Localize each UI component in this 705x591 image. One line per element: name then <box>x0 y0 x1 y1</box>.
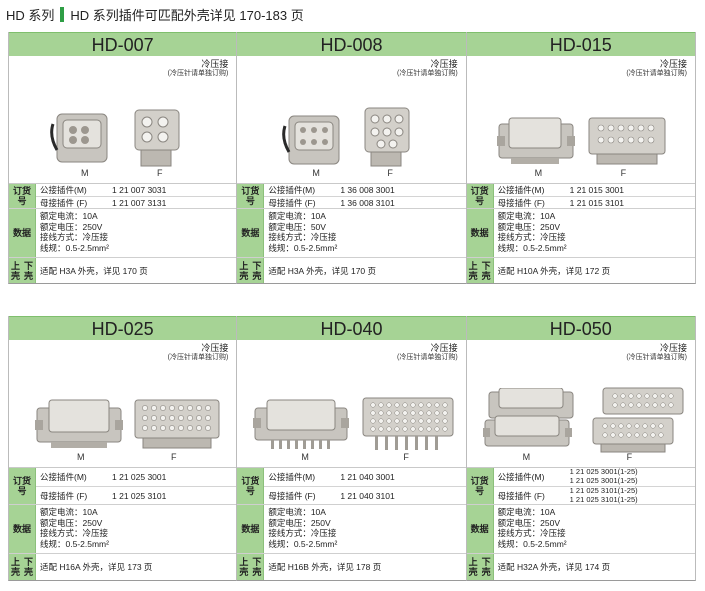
product-image-area: 冷压接 (冷压针请单独订购) M F <box>237 340 466 468</box>
product-image-area: 冷压接 (冷压针请单独订购) M F <box>9 340 237 468</box>
pressure-note: 冷压接 (冷压针请单独订购) <box>396 59 458 77</box>
data-side-label: 数据 <box>9 209 36 257</box>
female-label: F <box>157 168 163 178</box>
pressure-note: 冷压接 (冷压针请单独订购) <box>167 343 229 361</box>
female-connector-image <box>592 387 684 453</box>
product-title: HD-050 <box>466 316 695 340</box>
housing-side-label: 上壳下壳 <box>9 258 36 283</box>
housing-fit-text: 适配 H3A 外壳，详见 170 页 <box>40 265 148 276</box>
product-card-hd015: HD-015 冷压接 (冷压针请单独订购) M F <box>466 32 696 284</box>
female-label: F <box>403 452 409 462</box>
page-header: HD 系列 HD 系列插件可匹配外壳详见 170-183 页 <box>6 4 304 24</box>
male-label: M <box>301 452 309 462</box>
male-label: M <box>312 168 320 178</box>
female-label: F <box>171 452 177 462</box>
product-image-area: 冷压接 (冷压针请单独订购) M F <box>9 56 237 184</box>
male-connector-image <box>50 113 108 163</box>
order-section: 订货号 公接插件(M)1 21 040 3001 母接插件 (F)1 21 04… <box>237 468 466 505</box>
pressure-note: 冷压接 (冷压针请单独订购) <box>167 59 229 77</box>
housing-fit-text: 适配 H3A 外壳，详见 170 页 <box>268 265 377 276</box>
male-connector-image <box>253 399 350 449</box>
product-card-hd040: HD-040 冷压接 (冷压针请单独订购) <box>237 316 467 581</box>
female-connector-image <box>364 107 410 167</box>
housing-fit-text: 适配 H16B 外壳，详见 178 页 <box>268 562 382 572</box>
female-order-line: 母接插件 (F)1 21 007 3131 <box>40 197 167 208</box>
male-label: M <box>534 168 543 178</box>
header-divider <box>60 6 65 22</box>
male-label: M <box>522 452 531 462</box>
product-title: HD-008 <box>237 32 466 56</box>
product-image-area: 冷压接 (冷压针请单独订购) <box>466 340 695 468</box>
pressure-note: 冷压接 (冷压针请单独订购) <box>396 343 458 361</box>
male-label: M <box>77 452 85 462</box>
female-label: F <box>620 168 627 178</box>
order-section: 订货号 公接插件(M)1 36 008 3001 母接插件 (F)1 36 00… <box>237 184 466 209</box>
housing-section: 上壳下壳 适配 H32A 外壳，详见 174 页 <box>466 554 695 580</box>
housing-section: 上壳下壳 适配 H3A 外壳，详见 170 页 <box>9 258 236 283</box>
male-label: M <box>81 168 89 178</box>
female-label: F <box>626 452 633 462</box>
female-connector-image <box>134 109 180 167</box>
product-card-hd025: HD-025 冷压接 (冷压针请单独订购) M <box>8 316 238 581</box>
housing-section: 上壳下壳 适配 H10A 外壳，详见 172 页 <box>466 258 695 283</box>
female-connector-image <box>588 117 666 165</box>
product-title: HD-015 <box>466 32 695 56</box>
male-connector-image <box>282 115 340 165</box>
housing-section: 上壳下壳 适配 H16B 外壳，详见 178 页 <box>237 554 465 580</box>
product-row-2: HD-025 冷压接 (冷压针请单独订购) M <box>8 316 696 581</box>
product-title: HD-025 <box>9 316 237 340</box>
male-order-line: 公接插件(M)1 21 007 3031 <box>36 184 237 197</box>
header-note: HD 系列插件可匹配外壳详见 170-183 页 <box>70 7 304 23</box>
male-connector-image <box>482 388 574 447</box>
product-title: HD-040 <box>237 316 466 340</box>
pressure-note: 冷压接 (冷压针请单独订购) <box>626 59 687 77</box>
female-connector-image <box>134 399 220 449</box>
data-section: 数据 额定电流：10A 额定电压：250V 接线方式：冷压接 线规：0.5-2.… <box>9 209 237 258</box>
product-row-1: HD-007 冷压接 (冷压针请单独订购) M F 订货号 <box>8 32 696 284</box>
product-card-hd008: HD-008 冷压接 (冷压针请单独订购) M F <box>237 32 467 284</box>
product-image-area: 冷压接 (冷压针请单独订购) M F <box>237 56 466 184</box>
product-title: HD-007 <box>9 32 237 56</box>
product-card-hd050: HD-050 冷压接 (冷压针请单独订购) <box>466 316 696 581</box>
housing-section: 上壳下壳 适配 H16A 外壳，详见 173 页 <box>9 554 236 580</box>
female-connector-image <box>362 397 454 450</box>
male-connector-image <box>35 399 123 448</box>
housing-fit-text: 适配 H32A 外壳，详见 174 页 <box>497 562 611 572</box>
order-section: 订货号 公接插件(M)1 21 025 3001 母接插件 (F)1 21 02… <box>9 468 237 505</box>
series-label: HD 系列 <box>6 7 55 23</box>
product-image-area: 冷压接 (冷压针请单独订购) M F <box>466 56 695 184</box>
housing-fit-text: 适配 H16A 外壳，详见 173 页 <box>40 562 153 572</box>
order-section: 订货号 公接插件(M)1 21 015 3001 母接插件 (F)1 21 01… <box>466 184 695 209</box>
female-label: F <box>387 168 393 178</box>
housing-fit-text: 适配 H10A 外壳，详见 172 页 <box>497 265 611 276</box>
housing-section: 上壳下壳 适配 H3A 外壳，详见 170 页 <box>237 258 465 283</box>
male-connector-image <box>496 117 575 164</box>
order-section: 订货号 公接插件(M) 1 21 025 3001(1-25)1 21 025 … <box>466 468 695 505</box>
pressure-note: 冷压接 (冷压针请单独订购) <box>626 343 687 361</box>
order-section: 订货号 公接插件(M)1 21 007 3031 母接插件 (F)1 21 00… <box>9 184 237 209</box>
order-side-label: 订货号 <box>9 184 36 208</box>
product-card-hd007: HD-007 冷压接 (冷压针请单独订购) M F 订货号 <box>8 32 238 284</box>
